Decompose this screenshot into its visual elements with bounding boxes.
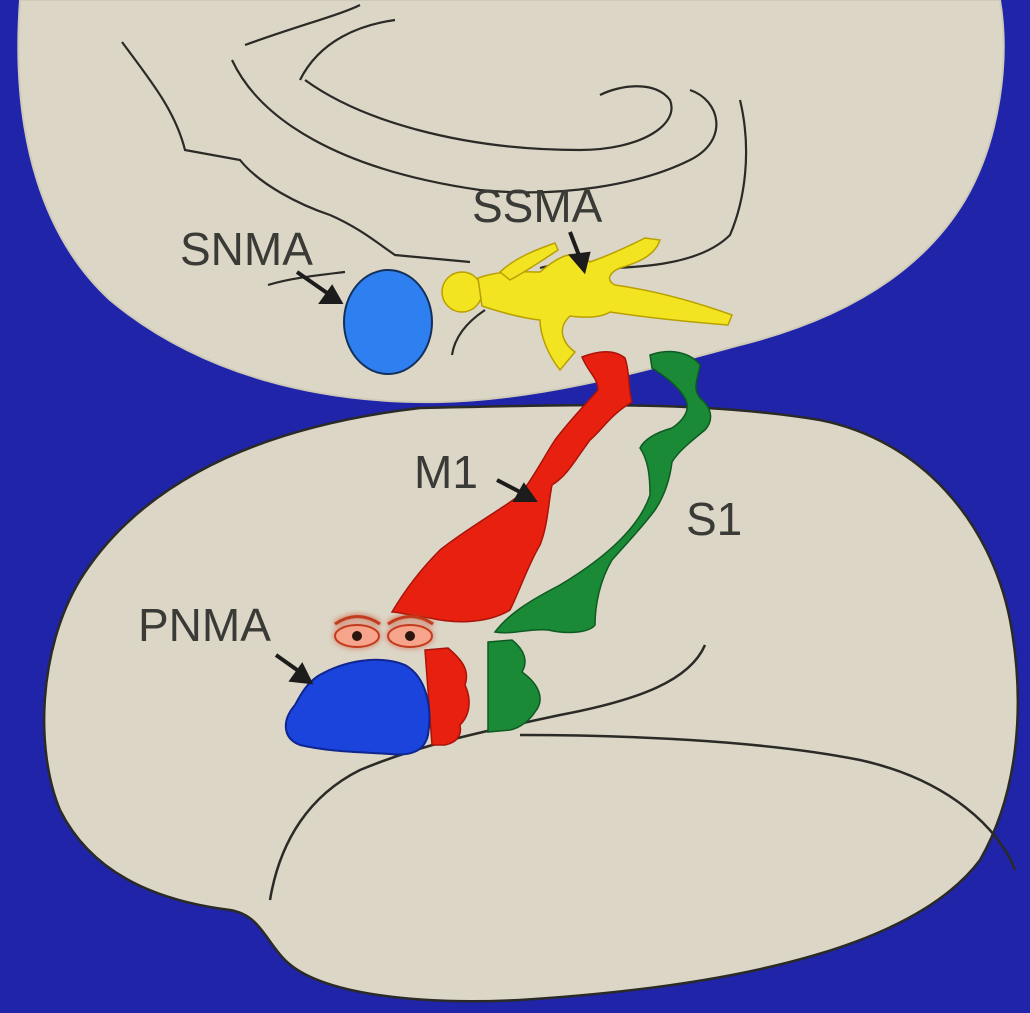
label-m1: M1 — [414, 446, 478, 498]
label-s1: S1 — [686, 493, 742, 545]
label-ssma: SSMA — [472, 180, 603, 232]
label-snma: SNMA — [180, 223, 313, 275]
label-pnma: PNMA — [138, 599, 271, 651]
snma-region — [344, 270, 432, 374]
